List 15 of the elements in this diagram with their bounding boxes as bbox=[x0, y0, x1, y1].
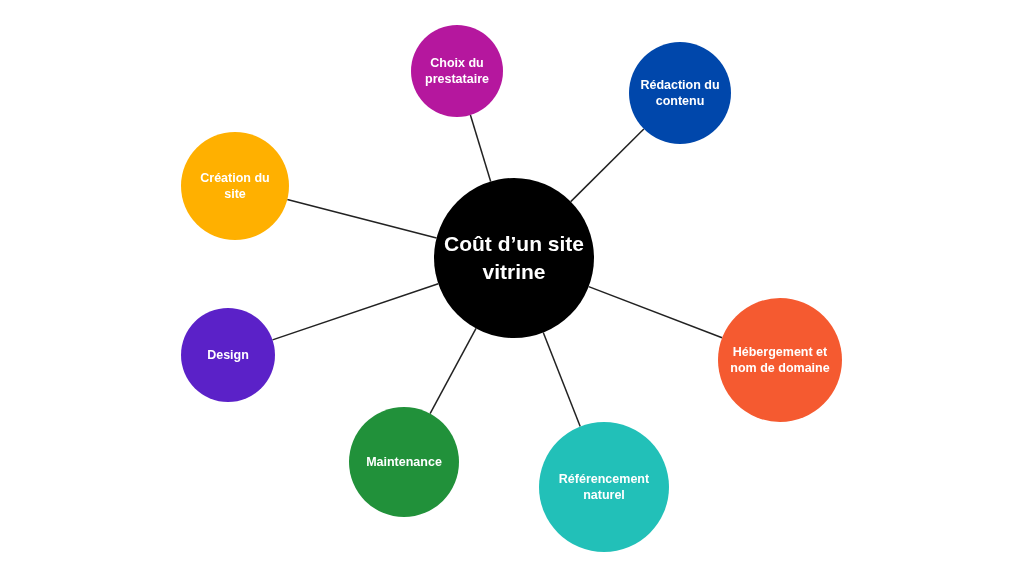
connector-line bbox=[570, 128, 645, 203]
topic-label: Création du site bbox=[199, 169, 271, 203]
connector-line bbox=[429, 327, 477, 415]
connector-line bbox=[587, 285, 723, 339]
connector-line bbox=[469, 114, 492, 183]
connector-line bbox=[271, 282, 439, 341]
topic-label: Hébergement et nom de domaine bbox=[729, 343, 831, 377]
topic-label: Référencement naturel bbox=[557, 470, 651, 504]
connector-line bbox=[542, 331, 581, 428]
topic-label: Coût d’un site vitrine bbox=[444, 230, 584, 285]
topic-label: Rédaction du contenu bbox=[639, 76, 721, 110]
topic-label: Maintenance bbox=[366, 453, 442, 471]
topic-label: Choix du prestataire bbox=[424, 54, 490, 88]
connector-line bbox=[286, 198, 438, 239]
topic-label: Design bbox=[207, 346, 249, 364]
